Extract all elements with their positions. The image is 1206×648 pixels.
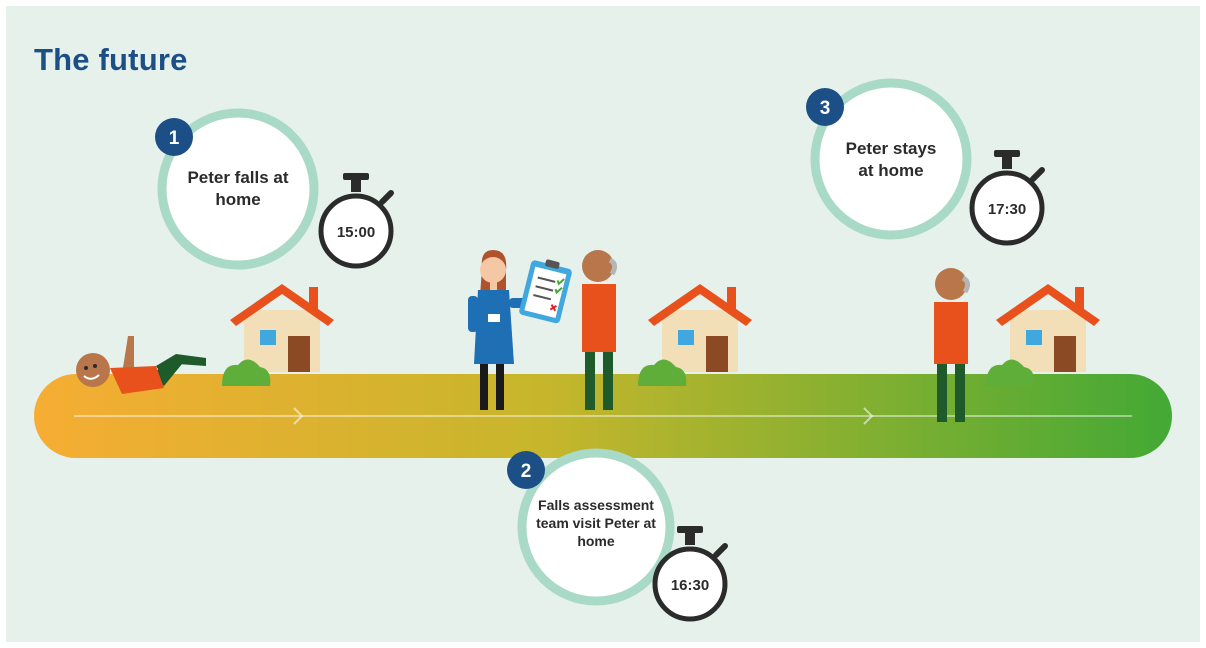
step-1-badge: 1 <box>155 118 193 156</box>
timeline-scene: 15:00 16:30 17:30 1 2 3 <box>34 78 1172 622</box>
house-icon <box>230 284 334 372</box>
step-2-label: Falls assessment team visit Peter at hom… <box>536 496 656 550</box>
stopwatch-icon <box>318 173 394 269</box>
step-3-time: 17:30 <box>988 201 1026 218</box>
bush-icon <box>986 359 1035 386</box>
peter-at-home-illustration <box>934 268 971 422</box>
step-2-badge: 2 <box>507 451 545 489</box>
bush-icon <box>222 359 271 386</box>
nurse-illustration <box>468 250 527 410</box>
house-icon <box>648 284 752 372</box>
step-2-time: 16:30 <box>671 577 709 594</box>
bush-icon <box>638 359 687 386</box>
peter-standing-illustration <box>582 250 618 410</box>
step-1-label: Peter falls at home <box>187 167 289 209</box>
stopwatch-icon <box>969 150 1045 246</box>
step-1-ring <box>157 108 319 270</box>
fallen-man-illustration <box>76 336 206 394</box>
house-icon <box>996 284 1100 372</box>
chevron-right-icon <box>863 407 874 425</box>
step-1-time: 15:00 <box>337 224 375 241</box>
chevron-right-icon <box>293 407 304 425</box>
stopwatch-icon <box>652 526 728 622</box>
svg-text:2: 2 <box>521 461 532 482</box>
diagram-panel: The future <box>6 6 1200 642</box>
clipboard-icon <box>519 259 572 324</box>
page-title: The future <box>34 42 188 77</box>
step-2-ring <box>517 448 675 606</box>
step-3-badge: 3 <box>806 88 844 126</box>
step-3-ring <box>810 78 972 240</box>
svg-text:1: 1 <box>169 128 180 149</box>
svg-text:3: 3 <box>820 98 831 119</box>
step-3-label: Peter stays at home <box>845 138 937 180</box>
